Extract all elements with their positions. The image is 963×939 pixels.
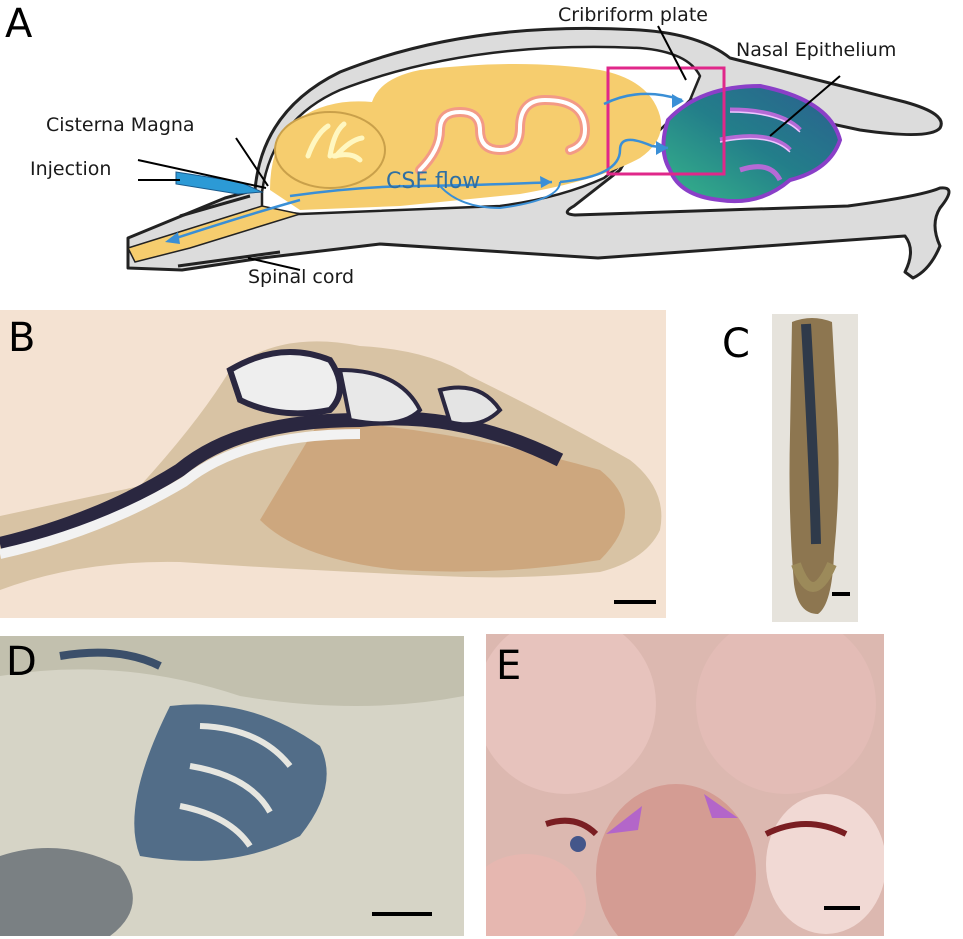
nasal-epithelium <box>661 83 843 204</box>
panel-letter-c: C <box>722 321 750 367</box>
scale-bar-c <box>832 592 850 596</box>
spinal-cord <box>126 205 303 263</box>
label-nasal-epithelium: Nasal Epithelium <box>736 39 897 61</box>
label-cribriform-plate: Cribriform plate <box>558 4 708 26</box>
label-cisterna-magna: Cisterna Magna <box>46 114 195 136</box>
label-csf-flow: CSF flow <box>386 169 481 194</box>
panel-letter-e: E <box>496 643 522 689</box>
arbor-vitae <box>305 121 365 163</box>
panel-d-photo: D <box>0 636 464 936</box>
scale-bar-b <box>614 600 656 604</box>
panel-b-photo: B <box>0 310 666 618</box>
sagittal-schematic <box>126 25 951 280</box>
label-spinal-cord: Spinal cord <box>248 266 355 288</box>
highlight-box <box>606 66 726 176</box>
arrowhead-left <box>606 806 642 834</box>
panel-letter-d: D <box>6 639 37 685</box>
panel-letter-b: B <box>8 315 36 361</box>
scale-bar-d <box>372 912 432 916</box>
panel-c-photo <box>772 314 858 622</box>
panel-a: A <box>0 0 963 300</box>
injection-needle <box>175 171 264 195</box>
arrowhead-right <box>704 794 738 818</box>
panel-letter-a: A <box>5 1 33 47</box>
csf-flow-arrow <box>289 180 553 198</box>
panel-e-photo: E <box>486 634 884 936</box>
scale-bar-e <box>824 906 860 910</box>
label-injection: Injection <box>30 158 112 180</box>
